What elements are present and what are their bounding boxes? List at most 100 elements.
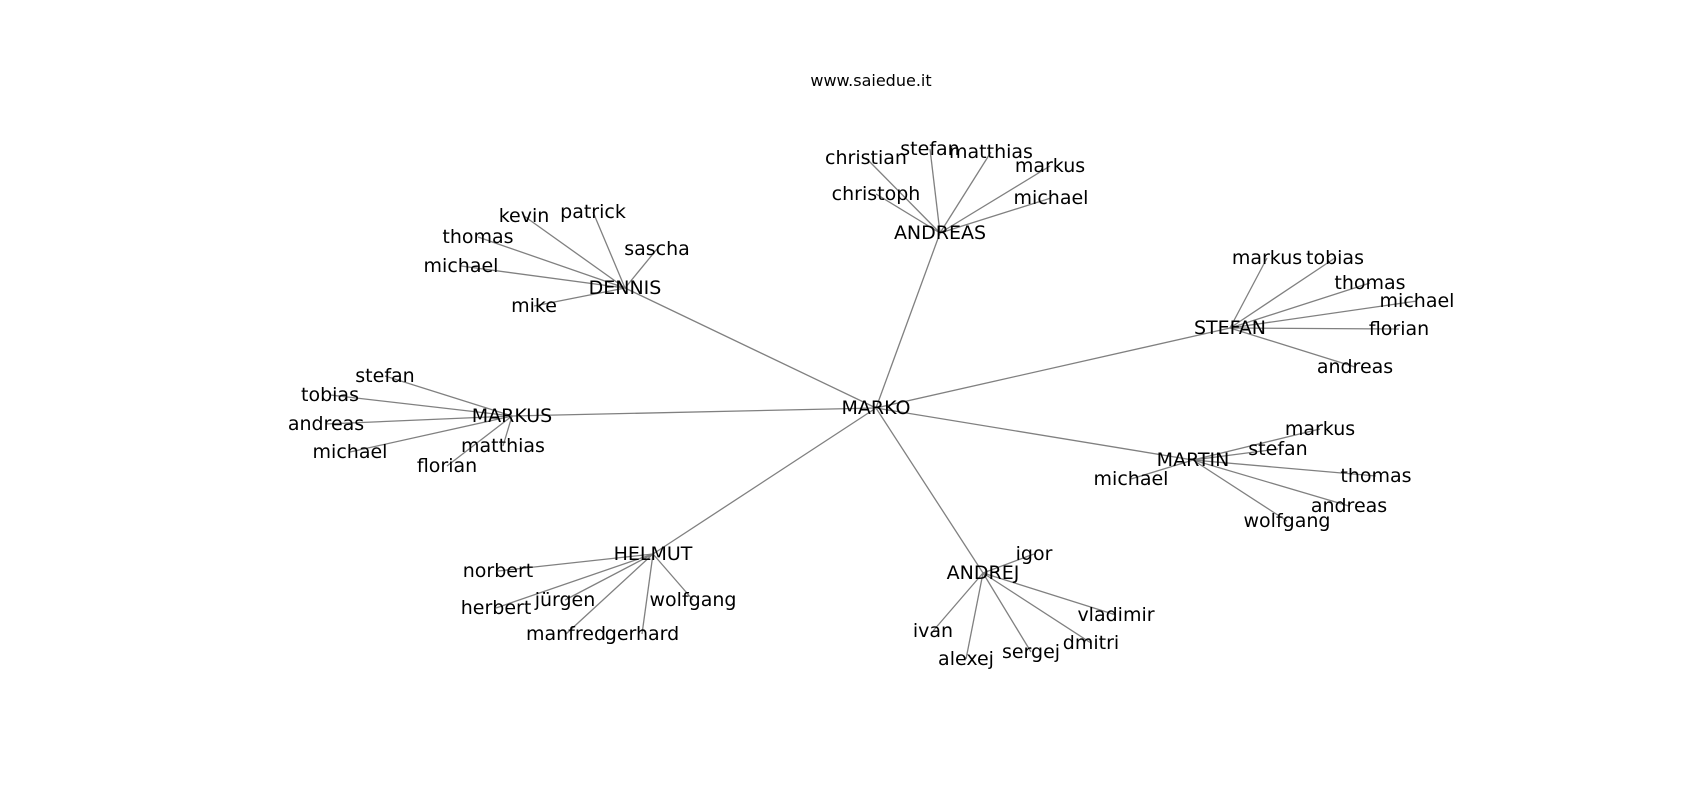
edge-andreas-2	[939, 151, 992, 234]
edge-andrej-1	[982, 572, 1117, 616]
edge-helmut-3	[652, 553, 694, 601]
edge-root-helmut	[652, 407, 877, 555]
edge-stefan-0	[1229, 257, 1268, 329]
node-hub-label: HELMUT	[614, 543, 693, 565]
node-leaf-label: michael	[1094, 468, 1169, 490]
node-leaf-label: michael	[313, 441, 388, 463]
edge-dennis-1	[592, 211, 626, 289]
node-leaf-label: tobias	[301, 384, 359, 406]
edge-andreas-0	[865, 157, 941, 234]
edge-martin-0	[1192, 428, 1321, 461]
edge-helmut-1	[495, 553, 654, 609]
edge-andreas-4	[939, 197, 1052, 234]
node-leaf-label: markus	[1285, 418, 1355, 440]
node-leaf-label: michael	[424, 255, 499, 277]
edge-root-andreas	[875, 232, 941, 409]
edge-dennis-0	[523, 215, 626, 289]
node-leaf-label: sergej	[1002, 641, 1060, 663]
edge-martin-3	[1192, 459, 1377, 477]
node-leaf-label: dmitri	[1063, 632, 1119, 654]
edge-martin-5	[1192, 459, 1288, 522]
edge-andrej-4	[982, 572, 1032, 653]
edge-dennis-3	[477, 236, 626, 289]
edge-markus-4	[502, 415, 513, 447]
node-hub-label: DENNIS	[589, 277, 662, 299]
edge-root-stefan	[875, 327, 1231, 409]
edge-root-andrej	[875, 407, 984, 574]
node-leaf-label: mike	[511, 295, 557, 317]
node-leaf-label: markus	[1015, 155, 1085, 177]
node-leaf-label: herbert	[461, 597, 532, 619]
node-leaf-label: markus	[1232, 247, 1302, 269]
node-leaf-label: wolfgang	[1244, 510, 1331, 532]
edge-andreas-5	[875, 193, 941, 234]
edge-helmut-0	[497, 553, 654, 572]
node-hub-label: STEFAN	[1194, 317, 1266, 339]
edge-dennis-5	[533, 287, 626, 307]
edge-markus-3	[349, 415, 513, 453]
node-root-label: MARKO	[842, 397, 911, 419]
node-leaf-label: matthias	[949, 141, 1033, 163]
node-leaf-label: kevin	[499, 205, 550, 227]
edge-root-markus	[511, 407, 877, 417]
edge-martin-4	[1192, 459, 1350, 507]
node-leaf-label: thomas	[1334, 272, 1405, 294]
edge-helmut-4	[565, 553, 654, 635]
node-hub-label: MARTIN	[1157, 449, 1230, 471]
node-leaf-label: wolfgang	[650, 589, 737, 611]
edge-andrej-0	[982, 553, 1035, 574]
edge-stefan-3	[1229, 300, 1418, 329]
edge-helmut-5	[641, 553, 654, 635]
edge-andrej-3	[965, 572, 984, 660]
edge-markus-2	[325, 415, 513, 425]
node-leaf-label: florian	[417, 455, 477, 477]
node-leaf-label: florian	[1369, 318, 1429, 340]
node-hub-label: MARKUS	[472, 405, 553, 427]
node-leaf-label: alexej	[938, 648, 994, 670]
node-leaf-label: igor	[1016, 543, 1053, 565]
edge-dennis-4	[460, 265, 626, 289]
node-leaf-label: vladimir	[1077, 604, 1154, 626]
node-leaf-label: manfred	[526, 623, 606, 645]
node-leaf-label: michael	[1380, 290, 1455, 312]
edge-stefan-5	[1229, 327, 1356, 368]
edge-markus-1	[329, 394, 513, 417]
edge-andreas-3	[939, 165, 1051, 234]
node-leaf-label: andreas	[288, 413, 364, 435]
node-leaf-label: jürgen	[534, 589, 596, 611]
node-leaf-label: christian	[825, 147, 907, 169]
edge-andrej-2	[932, 572, 984, 632]
node-hub-label: ANDREJ	[947, 562, 1020, 584]
node-leaf-label: andreas	[1317, 356, 1393, 378]
edge-dennis-2	[624, 248, 658, 289]
node-hub-label: ANDREAS	[894, 222, 986, 244]
edge-stefan-2	[1229, 282, 1371, 329]
node-leaf-label: sascha	[624, 238, 690, 260]
page-title: www.saiedue.it	[810, 71, 932, 90]
edge-andrej-5	[982, 572, 1092, 644]
edge-markus-5	[446, 415, 513, 467]
node-leaf-label: stefan	[900, 138, 959, 160]
node-leaf-label: stefan	[1248, 438, 1307, 460]
edge-stefan-1	[1229, 257, 1336, 329]
node-leaf-label: gerhard	[605, 623, 679, 645]
node-leaf-label: thomas	[442, 226, 513, 248]
edge-martin-2	[1130, 459, 1194, 480]
edge-markus-0	[384, 375, 513, 417]
edge-stefan-4	[1229, 327, 1400, 330]
node-leaf-label: ivan	[913, 620, 953, 642]
node-leaf-label: norbert	[463, 560, 534, 582]
node-leaf-label: christoph	[832, 183, 921, 205]
node-leaf-label: tobias	[1306, 247, 1364, 269]
node-leaf-label: patrick	[560, 201, 626, 223]
node-leaf-label: stefan	[355, 365, 414, 387]
node-leaf-label: michael	[1014, 187, 1089, 209]
graph-edges	[325, 148, 1418, 660]
edge-root-dennis	[624, 287, 877, 409]
node-leaf-label: andreas	[1311, 495, 1387, 517]
edge-helmut-2	[564, 553, 654, 601]
node-leaf-label: matthias	[461, 435, 545, 457]
edge-andreas-1	[929, 148, 941, 234]
